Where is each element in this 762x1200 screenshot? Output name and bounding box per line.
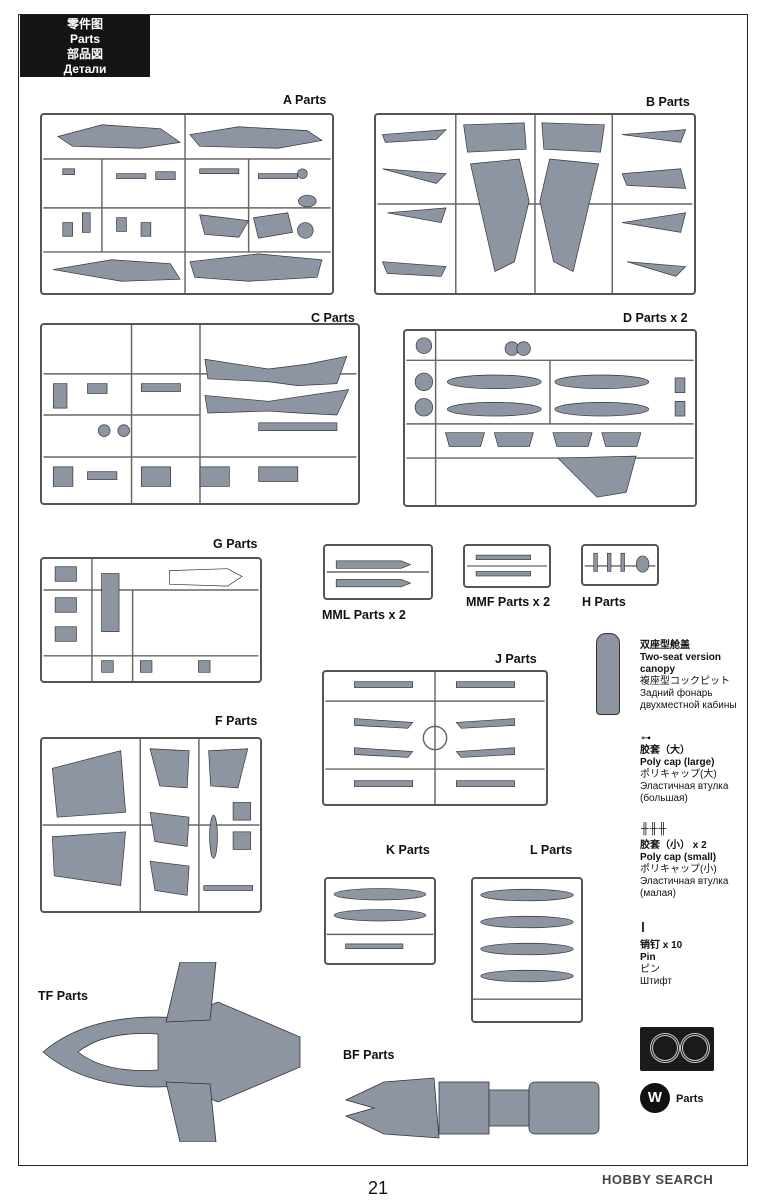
photoetch-fret bbox=[640, 1027, 714, 1071]
canopy-ja: 複座型コックピット bbox=[640, 676, 730, 687]
sprue-f-drawing bbox=[42, 739, 260, 911]
sprue-g-label: G Parts bbox=[213, 537, 258, 551]
canopy-icon bbox=[596, 633, 620, 715]
sprue-d-drawing bbox=[406, 331, 694, 505]
polycap-large-ru: Эластичная втулка (большая) bbox=[640, 781, 729, 804]
sprue-a-label: A Parts bbox=[283, 93, 327, 107]
pin-zh: 销钉 x 10 bbox=[640, 940, 683, 951]
sprue-mml-label: MML Parts x 2 bbox=[322, 608, 406, 622]
photoetch-ring-right bbox=[680, 1033, 710, 1063]
polycap-large-ja: ポリキャップ(大) bbox=[640, 769, 717, 780]
page-frame bbox=[18, 14, 748, 1166]
pin-en: Pin bbox=[640, 952, 656, 963]
sprue-c-drawing bbox=[43, 325, 357, 503]
sprue-d bbox=[403, 329, 697, 507]
bf-fuselage-drawing bbox=[344, 1077, 600, 1139]
pin-ja: ピン bbox=[640, 964, 660, 975]
polycap-large-icon: ⊶ bbox=[641, 733, 651, 744]
parts-header: 零件图 Parts 部品図 Детали bbox=[20, 15, 150, 77]
sprue-b-label: B Parts bbox=[646, 95, 690, 109]
sprue-mmf-drawing bbox=[467, 554, 547, 577]
sprue-l bbox=[471, 877, 583, 1023]
w-parts-label: Parts bbox=[676, 1093, 704, 1105]
polycap-small-zh: 胶套（小） x 2 bbox=[640, 840, 707, 851]
canopy-legend: 双座型舱盖 Two-seat version canopy 複座型コックピット … bbox=[640, 640, 750, 712]
sprue-d-label: D Parts x 2 bbox=[623, 311, 688, 325]
canopy-ru: Задний фонарь двухместной кабины bbox=[640, 688, 737, 711]
sprue-b bbox=[374, 113, 696, 295]
polycap-small-ru: Эластичная втулка (малая) bbox=[640, 876, 729, 899]
sprue-c-label: C Parts bbox=[311, 311, 355, 325]
sprue-f bbox=[40, 737, 262, 913]
sprue-tf-label: TF Parts bbox=[38, 989, 89, 1003]
polycap-large-en: Poly cap (large) bbox=[640, 757, 715, 768]
sprue-mmf-label: MMF Parts x 2 bbox=[466, 595, 551, 609]
sprue-g bbox=[40, 557, 262, 683]
sprue-mml bbox=[323, 544, 433, 600]
header-ru: Детали bbox=[63, 62, 107, 76]
sprue-j-drawing bbox=[325, 672, 545, 804]
header-ja: 部品図 bbox=[66, 47, 103, 61]
sprue-k-label: K Parts bbox=[386, 843, 430, 857]
sprue-c bbox=[40, 323, 360, 505]
sprue-mml-drawing bbox=[326, 560, 430, 588]
sprue-h-drawing bbox=[584, 552, 656, 573]
sprue-h-label: H Parts bbox=[582, 595, 626, 609]
tf-fuselage-drawing bbox=[42, 962, 301, 1142]
polycap-small-ja: ポリキャップ(小) bbox=[640, 864, 717, 875]
sprue-l-label: L Parts bbox=[530, 843, 573, 857]
sprue-k bbox=[324, 877, 436, 965]
header-zh: 零件图 bbox=[66, 17, 103, 31]
pin-ru: Штифт bbox=[640, 976, 672, 987]
sprue-a bbox=[40, 113, 334, 295]
polycap-small-legend: 胶套（小） x 2 Poly cap (small) ポリキャップ(小) Эла… bbox=[640, 840, 750, 900]
sprue-mmf bbox=[463, 544, 551, 588]
photoetch-ring-left bbox=[650, 1033, 680, 1063]
sprue-f-label: F Parts bbox=[215, 714, 258, 728]
polycap-small-icon: ╫╫╫ bbox=[641, 823, 668, 835]
sprue-k-drawing bbox=[326, 888, 434, 950]
sprue-b-drawing bbox=[377, 115, 693, 293]
polycap-large-legend: 胶套（大） Poly cap (large) ポリキャップ(大) Эластич… bbox=[640, 745, 750, 805]
sprue-l-drawing bbox=[473, 888, 581, 1000]
polycap-large-zh: 胶套（大） bbox=[640, 745, 690, 756]
page-number: 21 bbox=[368, 1178, 389, 1198]
sprue-a-drawing bbox=[43, 115, 331, 293]
sprue-j-label: J Parts bbox=[495, 652, 537, 666]
pin-icon bbox=[642, 922, 644, 932]
sprue-j bbox=[322, 670, 548, 806]
sprue-bf-label: BF Parts bbox=[343, 1048, 395, 1062]
canopy-zh: 双座型舱盖 bbox=[640, 640, 690, 651]
w-parts-badge: W bbox=[640, 1083, 670, 1113]
watermark: HOBBY SEARCH bbox=[602, 1172, 714, 1187]
header-en: Parts bbox=[69, 32, 101, 46]
canopy-en: Two-seat version canopy bbox=[640, 652, 721, 675]
pin-legend: 销钉 x 10 Pin ピン Штифт bbox=[640, 940, 750, 988]
polycap-small-en: Poly cap (small) bbox=[640, 852, 717, 863]
sprue-h bbox=[581, 544, 659, 586]
sprue-g-drawing bbox=[43, 559, 259, 681]
